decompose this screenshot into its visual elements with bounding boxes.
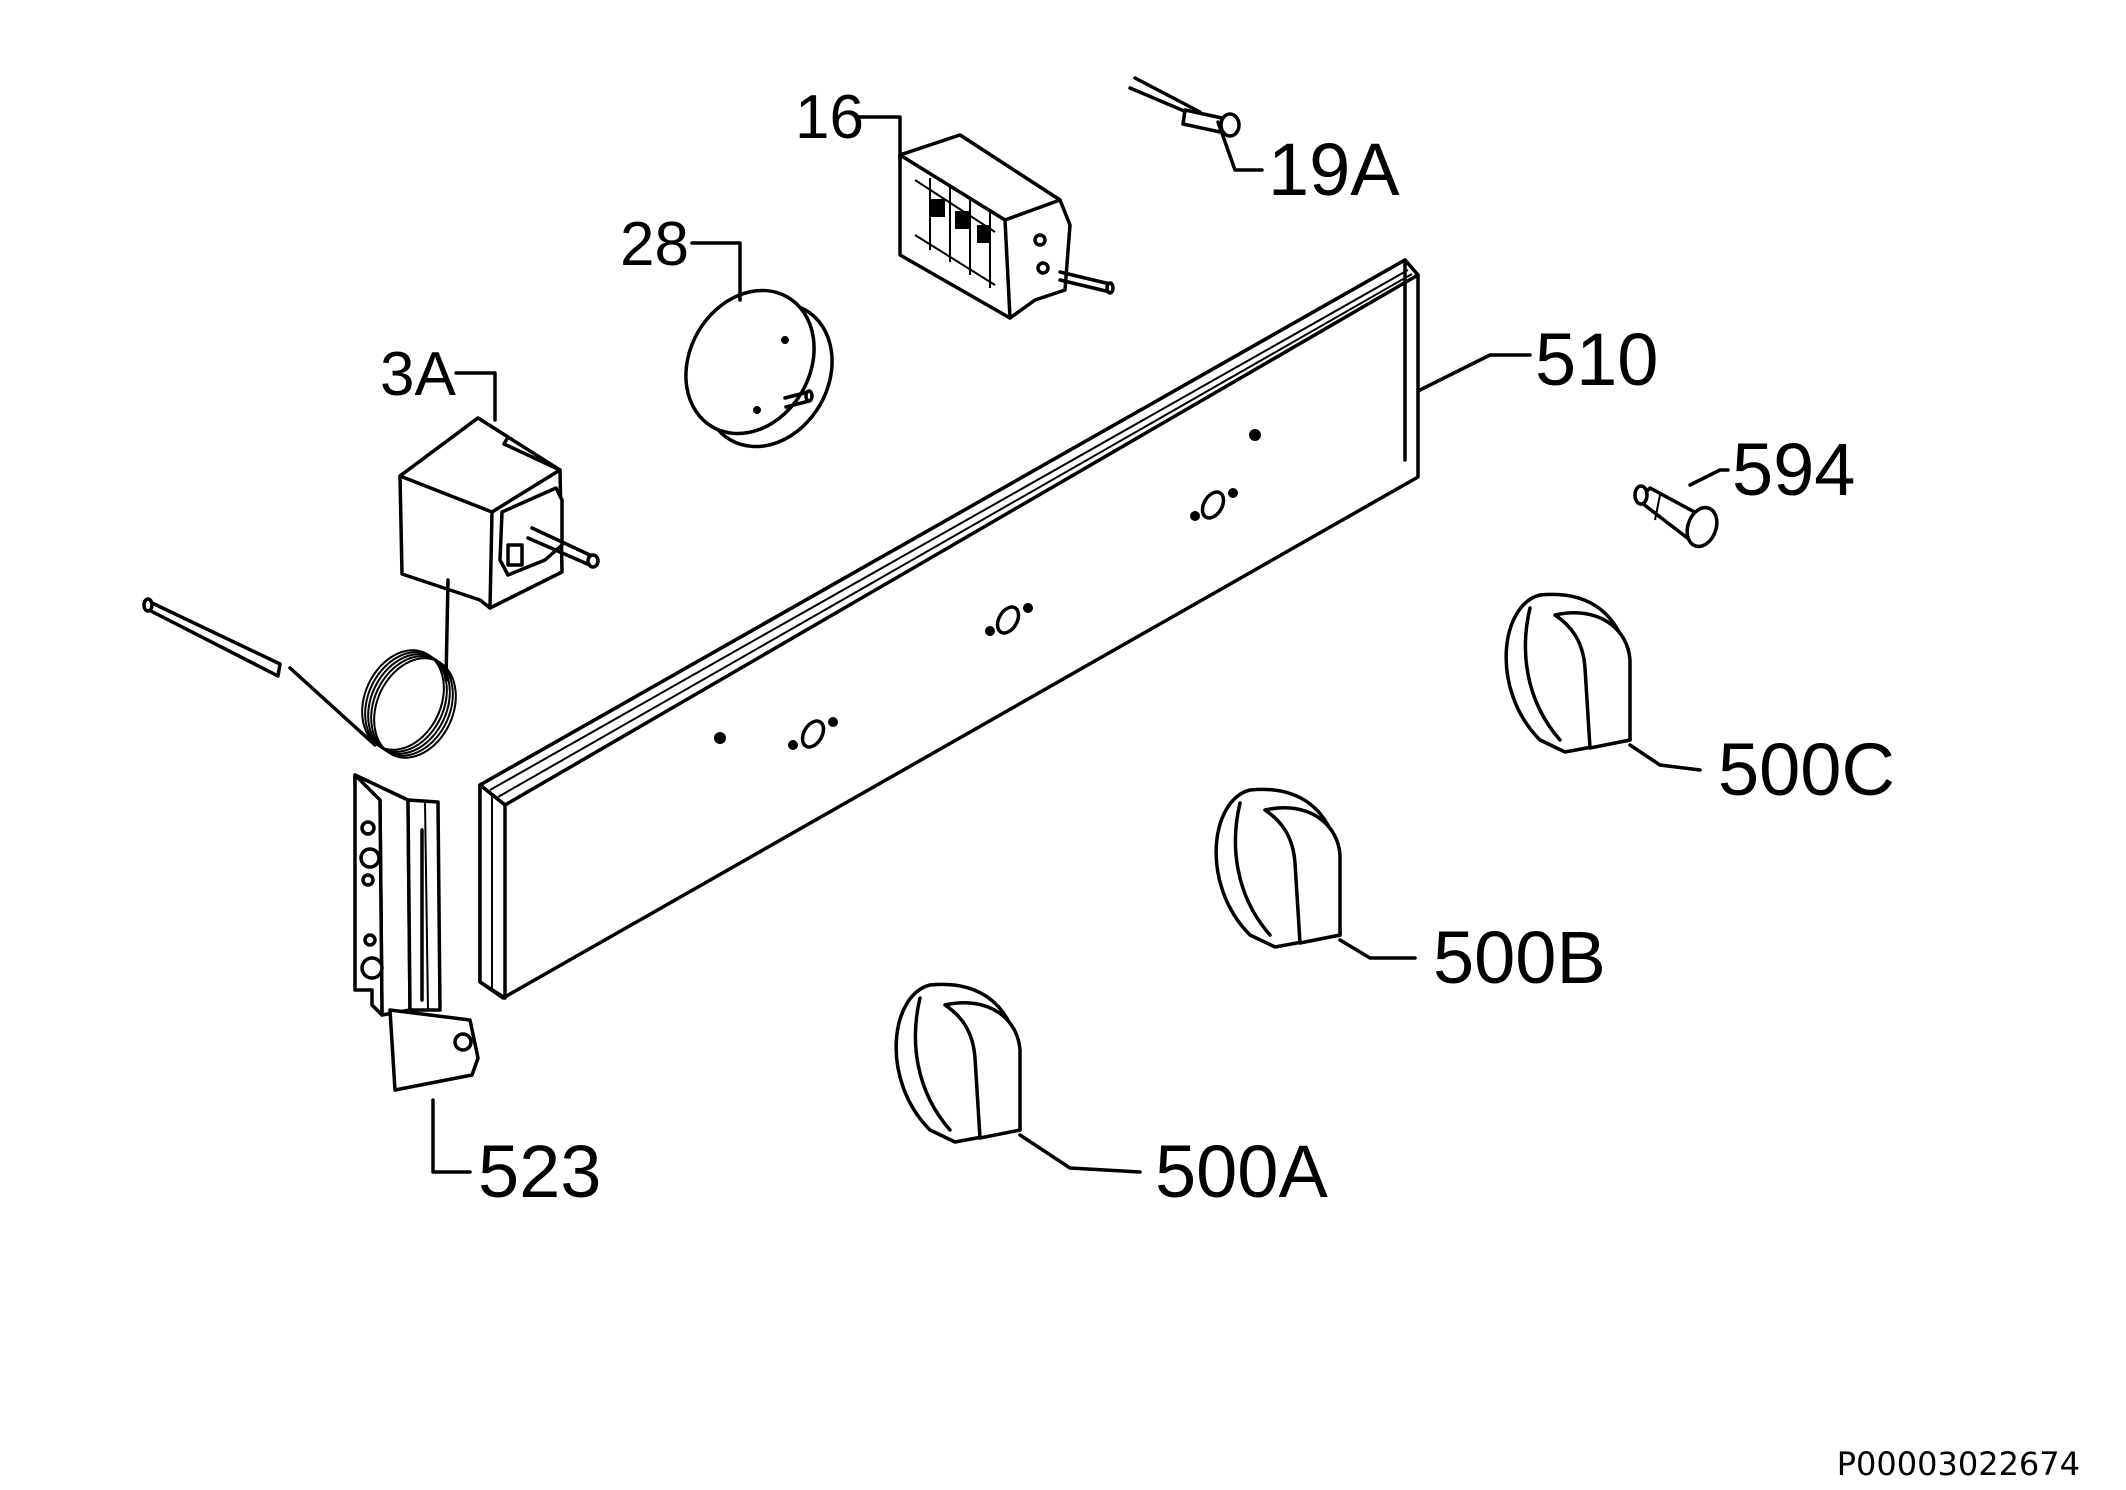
indicator-lamp-part [1128, 76, 1241, 138]
label-16: 16 [795, 83, 864, 152]
lamp-lens-part [1633, 484, 1719, 549]
panel-hole-right [1190, 488, 1238, 521]
label-3a: 3A [380, 340, 456, 409]
label-28: 28 [620, 210, 689, 279]
thermostat-part [142, 416, 600, 759]
label-500c: 500C [1718, 728, 1895, 811]
label-510: 510 [1535, 318, 1658, 401]
side-bracket-part [353, 773, 480, 1092]
round-control-part [684, 288, 834, 449]
reference-number: P00003022674 [1837, 1445, 2080, 1483]
label-500a: 500A [1155, 1130, 1328, 1213]
label-500b: 500B [1433, 916, 1606, 999]
label-19a: 19A [1268, 128, 1400, 211]
panel-hole-left [788, 717, 838, 750]
label-594: 594 [1732, 428, 1855, 511]
label-523: 523 [478, 1130, 601, 1213]
capillary-coil [361, 649, 457, 759]
knob-500a [894, 982, 1022, 1144]
knob-500c [1504, 592, 1632, 754]
control-panel-part [478, 258, 1420, 1000]
panel-hole-middle [985, 603, 1033, 636]
leader-lines [431, 115, 1730, 1174]
selector-switch-part [898, 133, 1115, 320]
knob-500b [1214, 787, 1342, 949]
